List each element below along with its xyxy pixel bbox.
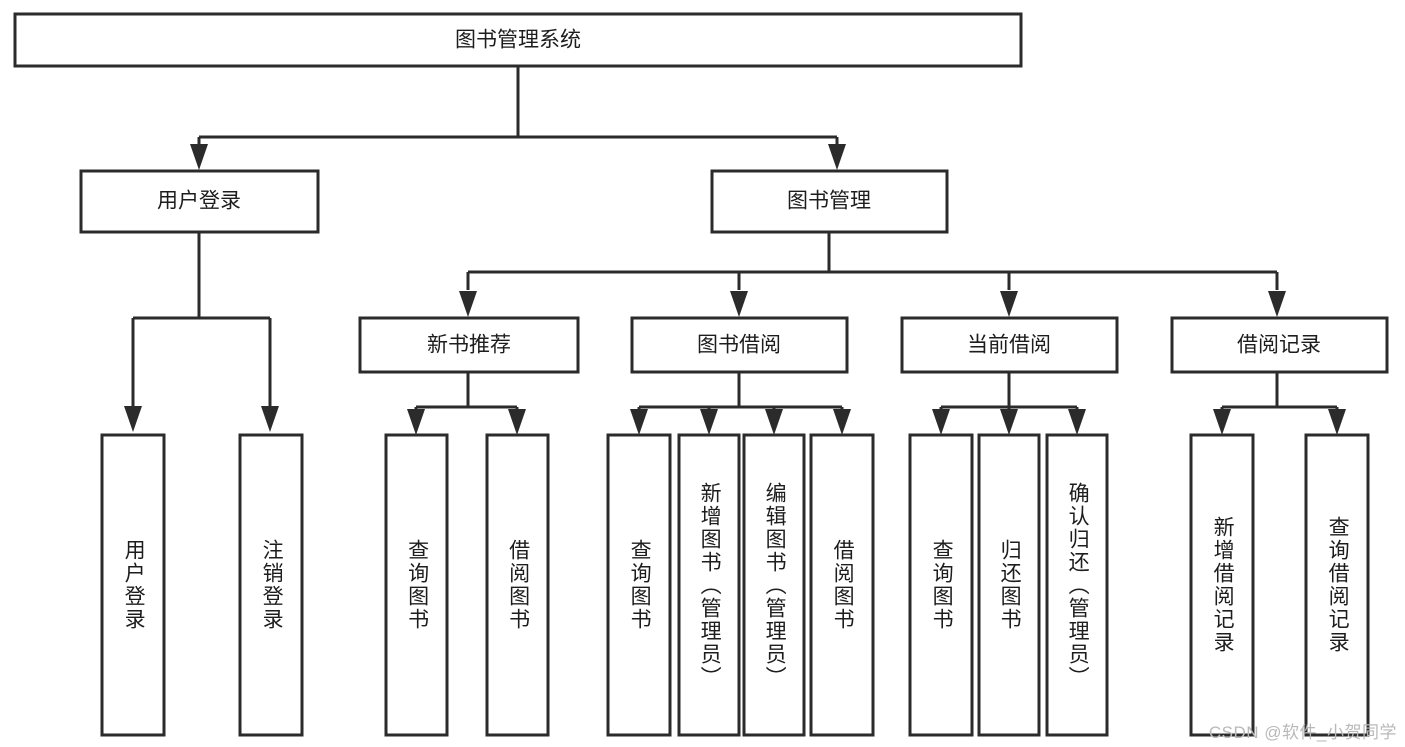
- node-leaf-nbr-query-box[interactable]: [384, 433, 449, 737]
- node-user-login-label: 用户登录: [157, 190, 241, 213]
- arrow-to-leaf-nbr-1: [407, 409, 425, 435]
- node-leaf-br-add-box[interactable]: [1189, 433, 1255, 737]
- node-book-borrow-label: 图书借阅: [697, 334, 781, 357]
- arrow-to-borrow-record: [1268, 291, 1286, 317]
- node-book-borrow-box[interactable]: [630, 316, 849, 374]
- arrow-to-user-login: [190, 144, 208, 170]
- arrow-to-leaf-cb-1: [932, 409, 950, 435]
- node-user-login-box[interactable]: [79, 169, 320, 234]
- node-book-manage-label: 图书管理: [787, 190, 871, 213]
- node-leaf-cb-query-box[interactable]: [908, 433, 974, 737]
- arrow-to-leaf-cb-3: [1068, 409, 1086, 435]
- node-leaf-nbr-borrow-box[interactable]: [485, 433, 550, 737]
- arrow-to-leaf-cb-2: [1000, 409, 1018, 435]
- arrow-to-leaf-br-2: [1328, 409, 1346, 435]
- node-current-borrow-box[interactable]: [900, 316, 1119, 374]
- node-current-borrow-label: 当前借阅: [967, 334, 1051, 357]
- arrow-to-book-borrow: [730, 291, 748, 317]
- node-leaf-cb-return-box[interactable]: [977, 433, 1041, 737]
- arrow-to-leaf-nbr-2: [508, 409, 526, 435]
- node-leaf-bb-add-box[interactable]: [677, 433, 741, 737]
- arrow-to-leaf-bb-4: [833, 409, 851, 435]
- node-leaf-user-login-box[interactable]: [100, 433, 166, 737]
- arrow-to-leaf-bb-1: [630, 409, 648, 435]
- arrow-to-leaf-user-login-1: [124, 406, 142, 432]
- node-leaf-logout-box[interactable]: [238, 433, 304, 737]
- nodes-layer: 图书管理系统 用户登录 图书管理 新书推荐 图书借阅 当前借阅 借阅记录: [13, 12, 1389, 737]
- node-borrow-record-label: 借阅记录: [1237, 334, 1321, 357]
- arrow-to-new-book-recommend: [459, 291, 477, 317]
- arrow-to-book-manage: [828, 144, 846, 170]
- csdn-watermark: CSDN @软件_小贺同学: [1208, 723, 1397, 742]
- node-book-manage-box[interactable]: [710, 169, 949, 234]
- node-leaf-bb-edit-box[interactable]: [742, 433, 806, 737]
- node-root-label: 图书管理系统: [455, 29, 581, 52]
- node-leaf-bb-query-box[interactable]: [606, 433, 672, 737]
- arrow-to-leaf-bb-2: [700, 409, 718, 435]
- node-leaf-br-query-box[interactable]: [1304, 433, 1370, 737]
- arrow-to-current-borrow: [1000, 291, 1018, 317]
- connectors-layer: [124, 66, 1346, 435]
- node-borrow-record-box[interactable]: [1170, 316, 1389, 374]
- node-new-book-recommend-label: 新书推荐: [427, 334, 511, 357]
- arrow-to-leaf-user-login-2: [261, 406, 279, 432]
- arrow-to-leaf-br-1: [1213, 409, 1231, 435]
- node-new-book-recommend-box[interactable]: [358, 316, 580, 374]
- node-root-box[interactable]: [13, 12, 1023, 68]
- arrow-to-leaf-bb-3: [765, 409, 783, 435]
- node-leaf-cb-confirm-box[interactable]: [1045, 433, 1109, 737]
- node-leaf-bb-borrow-box[interactable]: [809, 433, 875, 737]
